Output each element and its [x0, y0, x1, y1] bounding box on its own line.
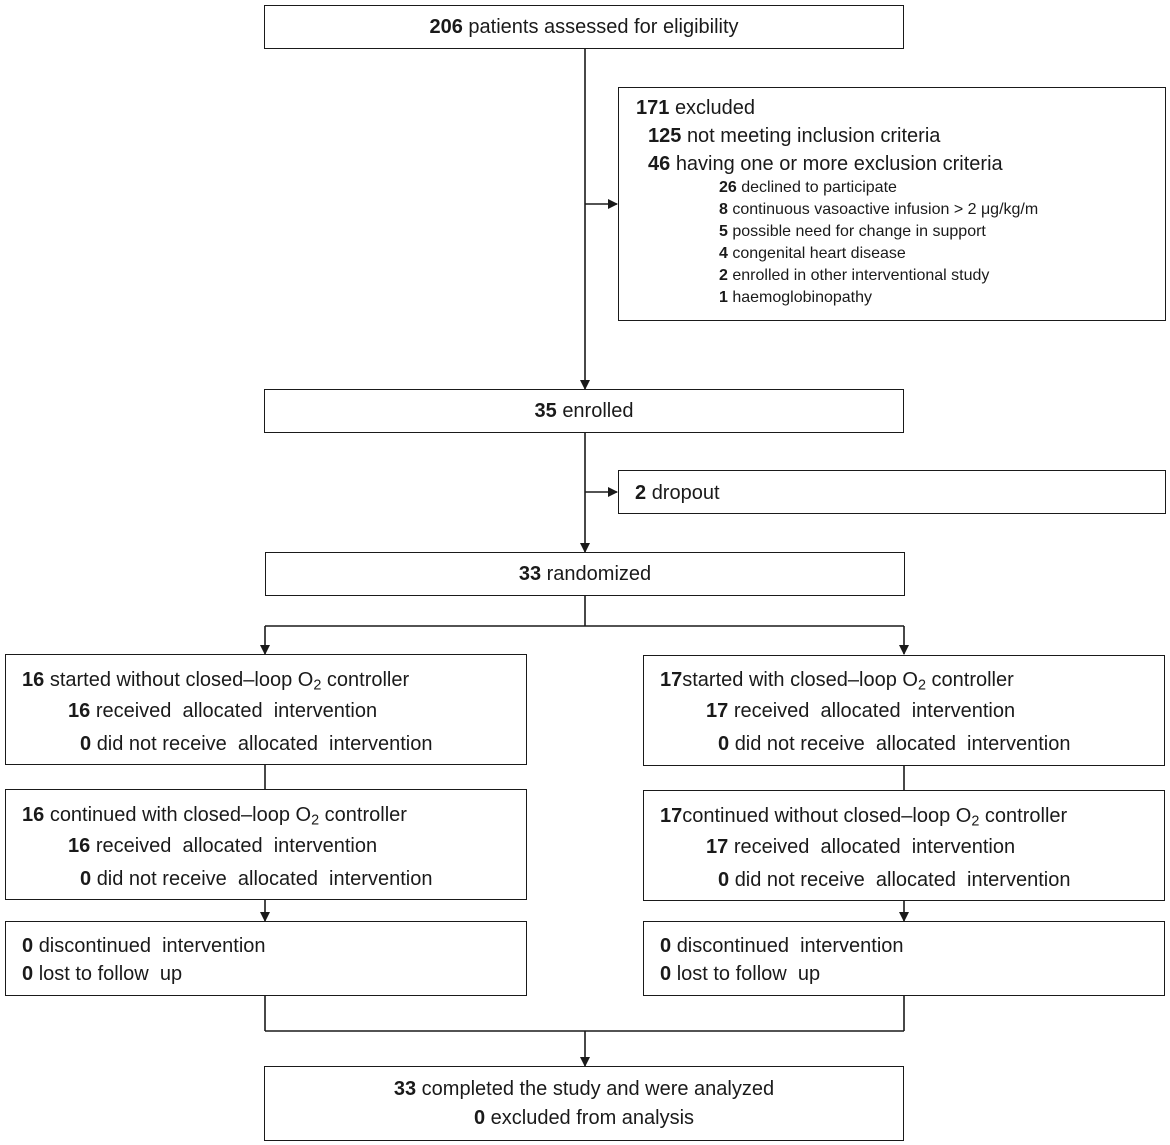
right-period2-received-count: 17	[706, 836, 729, 858]
dropout-count: 2	[635, 482, 647, 504]
exclusion-detail-label: haemoglobinopathy	[732, 289, 873, 306]
exclusion-reason-count: 125	[648, 125, 682, 147]
left-period2-received-count: 16	[68, 835, 91, 857]
exclusion-detail-label: continuous vasoactive infusion > 2 μg/kg…	[732, 201, 1039, 218]
left-period1-received-label: received allocated intervention	[95, 700, 378, 722]
left-lost-label: lost to follow up	[38, 963, 183, 985]
right-period2-received-label: received allocated intervention	[733, 836, 1016, 858]
right-period2-box: 17continued without closed–loop O2 contr…	[643, 790, 1165, 901]
left-period2-not-received-label: did not receive allocated intervention	[96, 868, 433, 890]
exclusion-detail-label: possible need for change in support	[732, 223, 986, 240]
enrolled-box: 35 enrolled	[264, 389, 904, 433]
right-period1-count: 17	[660, 669, 683, 691]
left-period2-not-received-count: 0	[80, 868, 92, 890]
right-period1-label: started with closed–loop O2 controller	[682, 669, 1014, 694]
exclusion-detail-count: 1	[719, 289, 728, 306]
left-followup-box: 0 discontinued intervention 0 lost to fo…	[5, 921, 527, 996]
assessed-count: 206	[429, 16, 463, 38]
left-period1-received-count: 16	[68, 700, 91, 722]
dropout-label: dropout	[651, 482, 720, 504]
exclusion-detail-count: 26	[719, 179, 737, 196]
left-lost-count: 0	[22, 963, 34, 985]
exclusion-detail-count: 5	[719, 223, 728, 240]
exclusion-reason-label: having one or more exclusion criteria	[675, 153, 1003, 175]
left-period1-count: 16	[22, 669, 45, 691]
analyzed-box: 33 completed the study and were analyzed…	[264, 1066, 904, 1141]
right-discontinued-label: discontinued intervention	[676, 935, 904, 957]
exclusion-detail-count: 8	[719, 201, 728, 218]
exclusion-reason-count: 46	[648, 153, 671, 175]
left-period2-received-label: received allocated intervention	[95, 835, 378, 857]
right-period2-not-received-count: 0	[718, 869, 730, 891]
analyzed-label: completed the study and were analyzed	[421, 1078, 775, 1100]
exclusion-detail-label: enrolled in other interventional study	[732, 267, 990, 284]
assessed-box: 206 patients assessed for eligibility	[264, 5, 904, 49]
exclusion-detail-count: 4	[719, 245, 728, 262]
analysis-excluded-count: 0	[473, 1107, 486, 1129]
excluded-count: 171	[636, 97, 670, 119]
left-period1-box: 16 started without closed–loop O2 contro…	[5, 654, 527, 765]
left-period1-label: started without closed–loop O2 controlle…	[49, 669, 410, 694]
right-period1-received-count: 17	[706, 700, 729, 722]
right-period1-not-received-label: did not receive allocated intervention	[734, 733, 1071, 755]
dropout-box: 2 dropout	[618, 470, 1166, 514]
analysis-excluded-label: excluded from analysis	[490, 1107, 695, 1129]
excluded-box: 171 excluded 125 not meeting inclusion c…	[618, 87, 1166, 321]
left-period1-not-received-count: 0	[80, 733, 92, 755]
randomized-count: 33	[518, 563, 542, 585]
right-followup-box: 0 discontinued intervention 0 lost to fo…	[643, 921, 1165, 996]
left-period1-not-received-label: did not receive allocated intervention	[96, 733, 433, 755]
right-discontinued-count: 0	[660, 935, 672, 957]
enrolled-label: enrolled	[562, 400, 634, 422]
enrolled-count: 35	[534, 400, 557, 422]
right-period1-received-label: received allocated intervention	[733, 700, 1016, 722]
left-discontinued-label: discontinued intervention	[38, 935, 266, 957]
exclusion-detail-count: 2	[719, 267, 728, 284]
right-period2-count: 17	[660, 805, 683, 827]
right-lost-count: 0	[660, 963, 672, 985]
left-period2-label: continued with closed–loop O2 controller	[49, 804, 407, 829]
excluded-label: excluded	[674, 97, 755, 119]
exclusion-detail-label: congenital heart disease	[732, 245, 906, 262]
assessed-label: patients assessed for eligibility	[468, 16, 739, 38]
right-period2-not-received-label: did not receive allocated intervention	[734, 869, 1071, 891]
left-discontinued-count: 0	[22, 935, 34, 957]
randomized-label: randomized	[546, 563, 652, 585]
right-period1-box: 17started with closed–loop O2 controller…	[643, 655, 1165, 766]
randomized-box: 33 randomized	[265, 552, 905, 596]
left-period2-box: 16 continued with closed–loop O2 control…	[5, 789, 527, 900]
analyzed-count: 33	[393, 1078, 417, 1100]
left-period2-count: 16	[22, 804, 45, 826]
exclusion-detail-label: declined to participate	[741, 179, 897, 196]
exclusion-reason-label: not meeting inclusion criteria	[686, 125, 941, 147]
right-period2-label: continued without closed–loop O2 control…	[682, 805, 1068, 830]
right-lost-label: lost to follow up	[676, 963, 821, 985]
right-period1-not-received-count: 0	[718, 733, 730, 755]
